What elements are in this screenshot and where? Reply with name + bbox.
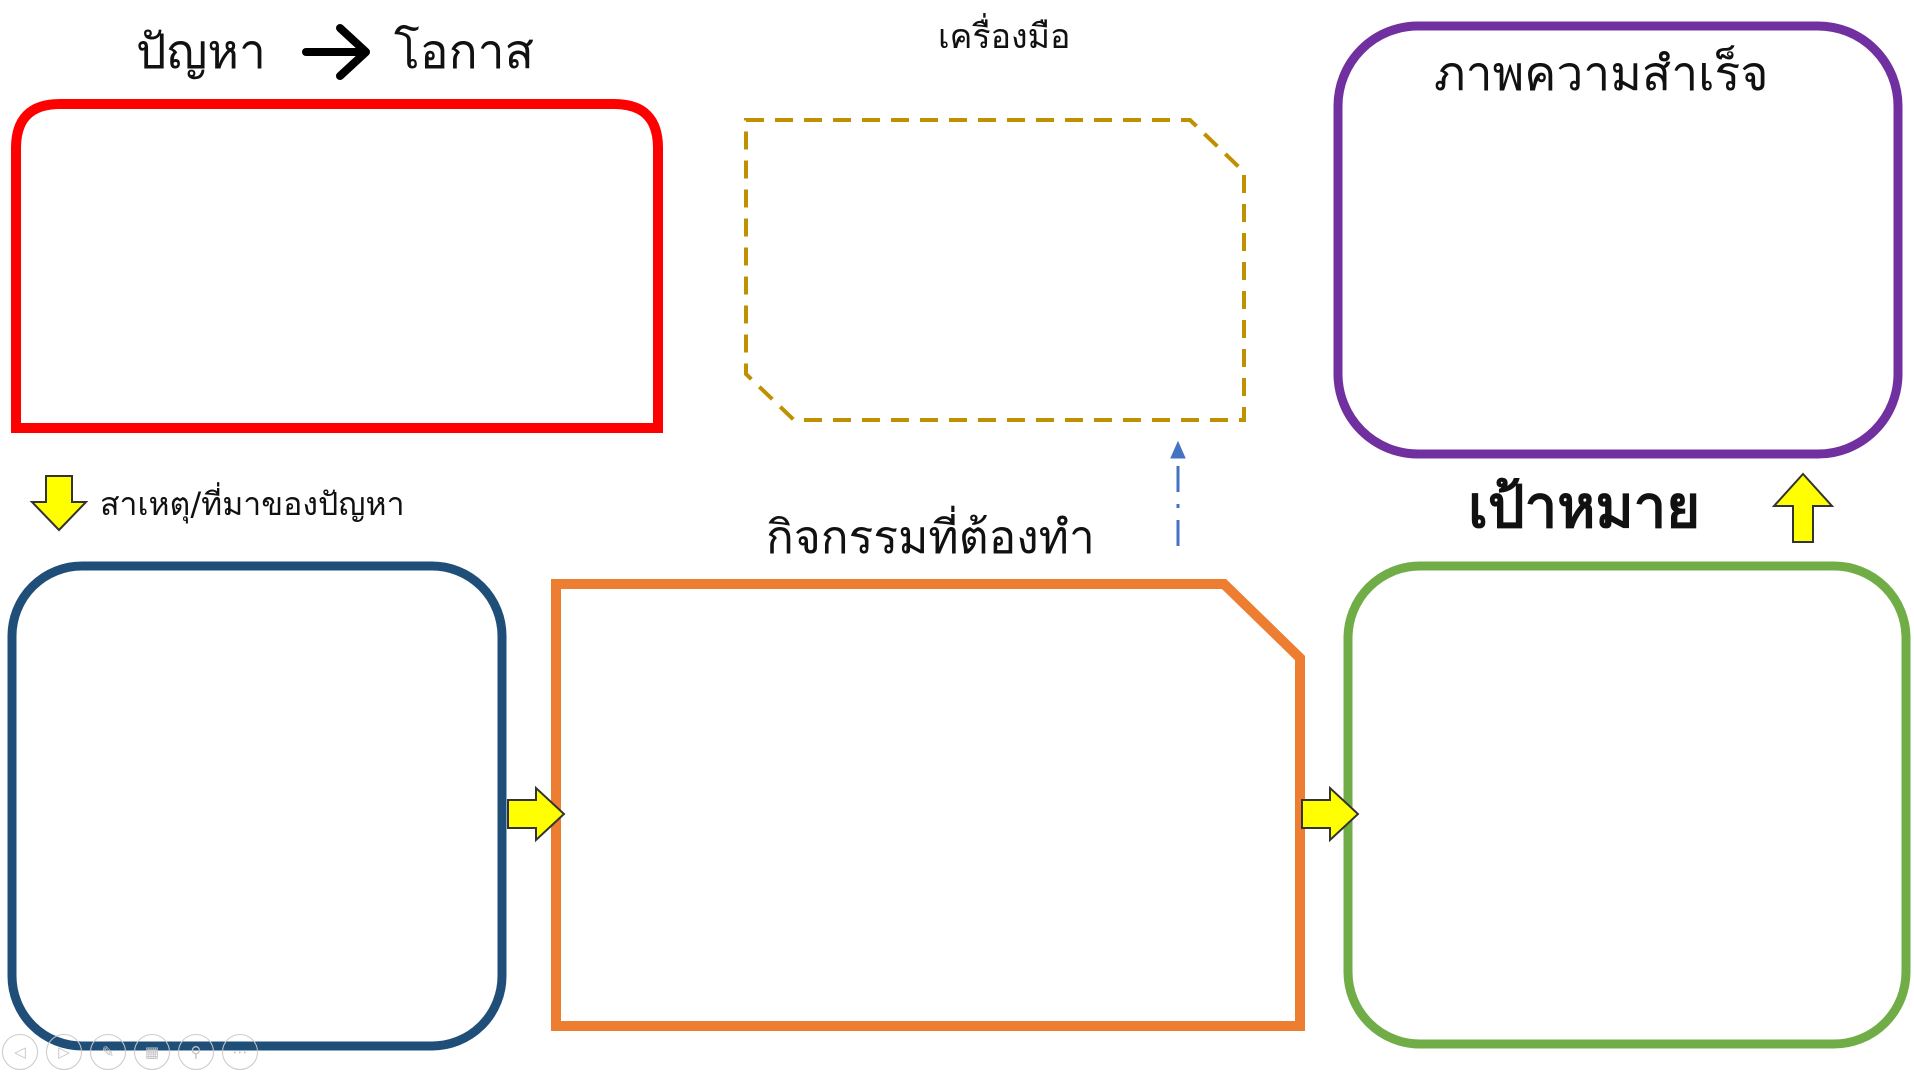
activities-to-tools-dashed-arrow: [1170, 440, 1186, 546]
opportunity-title: โอกาส: [394, 24, 534, 80]
tools-title: เครื่องมือ: [938, 17, 1071, 57]
problem-to-opportunity-arrow: [302, 24, 370, 80]
cause-to-activities-arrow-icon: [507, 785, 566, 843]
tools-box: [744, 118, 1246, 422]
pen-icon[interactable]: ✎: [90, 1034, 126, 1070]
more-icon[interactable]: ⋯: [222, 1034, 258, 1070]
success-picture-box: [1333, 21, 1903, 459]
slides-grid-icon[interactable]: ▦: [134, 1034, 170, 1070]
goal-up-arrow-icon: [1771, 472, 1835, 543]
problem-opportunity-box: [11, 99, 663, 433]
success-title: ภาพความสำเร็จ: [1434, 46, 1769, 102]
next-icon[interactable]: ▷: [46, 1034, 82, 1070]
problem-title: ปัญหา: [136, 24, 266, 80]
zoom-icon[interactable]: ⚲: [178, 1034, 214, 1070]
cause-title: สาเหตุ/ที่มาของปัญหา: [100, 485, 405, 523]
cause-down-arrow-icon: [29, 475, 89, 532]
goal-title: เป้าหมาย: [1468, 473, 1701, 541]
activities-to-goal-arrow-icon: [1301, 785, 1360, 843]
slide-nav-bar: ◁ ▷ ✎ ▦ ⚲ ⋯: [0, 1034, 258, 1070]
goal-box: [1343, 561, 1911, 1049]
activities-box: [551, 579, 1305, 1031]
cause-box: [7, 561, 507, 1051]
previous-icon[interactable]: ◁: [2, 1034, 38, 1070]
activities-title: กิจกรรมที่ต้องทำ: [766, 510, 1095, 564]
